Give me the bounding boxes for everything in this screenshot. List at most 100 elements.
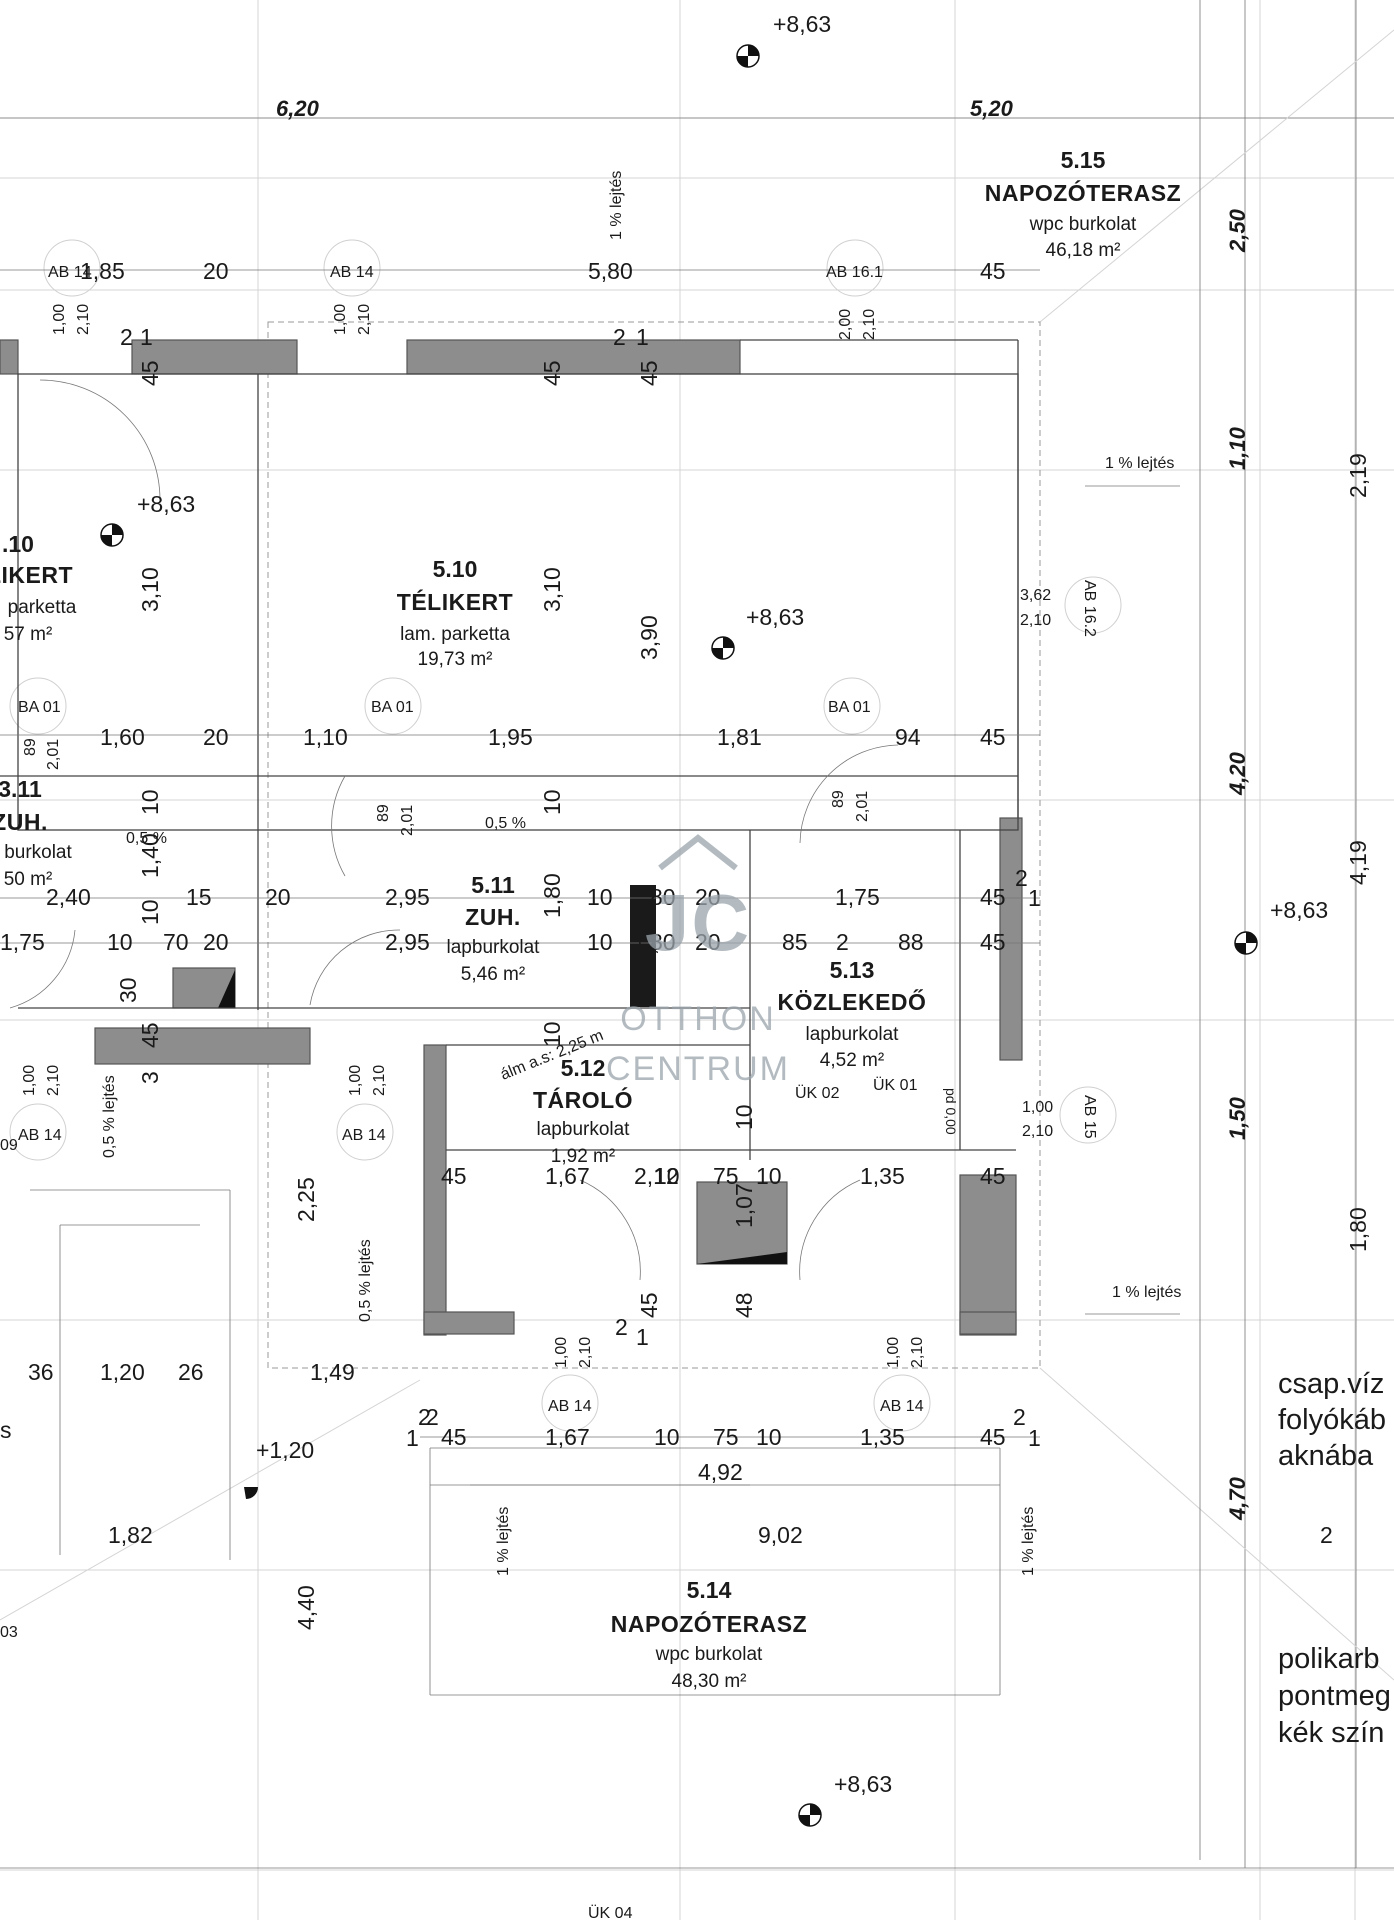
dim-value: 1,35 (860, 1424, 905, 1450)
level-value: +8,63 (746, 604, 804, 630)
edge-label: 03 (0, 1624, 18, 1641)
room-number: 3.11 (0, 776, 42, 802)
element-tags: AB 14 AB 14 AB 16.1 AB 16.2 AB 15 BA 01 … (18, 264, 1098, 1920)
room-finish: parketta (8, 597, 77, 618)
edge-label: s (0, 1417, 12, 1443)
room-area: 19,73 m² (418, 649, 493, 670)
dim-value: 20 (203, 929, 229, 955)
dim-value: 20 (695, 884, 721, 910)
dim-value: 10 (587, 884, 613, 910)
room-finish: burkolat (4, 842, 72, 863)
room-finish: lam. parketta (400, 624, 510, 645)
dim-value: 45 (636, 360, 662, 386)
dim-value: 1,80 (539, 873, 565, 918)
room-area: 57 m² (4, 624, 53, 645)
opening-height: 2,10 (356, 304, 373, 335)
dim-value: 2,40 (46, 884, 91, 910)
opening-height: 2,01 (399, 805, 416, 836)
room-name: NAPOZÓTERASZ (611, 1610, 807, 1637)
slope-label: 1 % lejtés (1020, 1507, 1037, 1576)
room-area: 1,92 m² (551, 1146, 615, 1167)
opening-width: 1,00 (1022, 1099, 1053, 1116)
room-finish: lapburkolat (806, 1024, 900, 1045)
dim-value: 2 (426, 1404, 439, 1430)
dim-value: 75 (713, 1424, 739, 1450)
room-name: KÖZLEKEDŐ (778, 988, 927, 1015)
dim-value: 2 (418, 1404, 431, 1430)
dim-value: 45 (980, 1424, 1006, 1450)
opening-height: 2,10 (861, 309, 878, 340)
side-notes: csap.víz folyókáb aknába polikarb pontme… (1278, 1368, 1391, 1749)
room-number: 5.10 (433, 556, 478, 582)
level-marker-garden: +1,20 (244, 1437, 314, 1499)
level-value: +8,63 (1270, 897, 1328, 923)
note-line: kék szín (1278, 1717, 1384, 1749)
dim-bold: 4,70 (1225, 1476, 1250, 1521)
room-finish: lapburkolat (537, 1119, 631, 1140)
dim-value: 4,92 (698, 1459, 743, 1485)
opening-width: 89 (375, 804, 392, 822)
level-marker-bottom: +8,63 (798, 1771, 892, 1827)
dim-value: 85 (782, 929, 808, 955)
opening-height: 2,10 (75, 304, 92, 335)
dim-value: 1,75 (835, 884, 880, 910)
dim-value: 1,67 (545, 1163, 590, 1189)
room-5-13-label: 5.13 KÖZLEKEDŐ lapburkolat 4,52 m² (778, 957, 927, 1071)
slope-label: 1 % lejtés (1105, 455, 1174, 472)
room-finish: wpc burkolat (1029, 214, 1137, 235)
tag-ab14: AB 14 (330, 264, 374, 281)
tag-ab14: AB 14 (18, 1127, 62, 1144)
room-area: 50 m² (4, 869, 53, 890)
opening-width: 89 (22, 738, 39, 756)
opening-height: 2,01 (45, 739, 62, 770)
tag-ab16-2: AB 16.2 (1081, 580, 1098, 637)
dim-bold: 5,20 (970, 96, 1014, 121)
floor-level-label: pd 0,00 (943, 1088, 959, 1135)
dim-value: 2,95 (385, 929, 430, 955)
dim-value: 2,95 (385, 884, 430, 910)
dim-value: 1 (1028, 885, 1041, 911)
dim-value: 1,81 (717, 724, 762, 750)
slope-label: 0,5 % (126, 830, 167, 847)
tag-ab14: AB 14 (342, 1127, 386, 1144)
watermark-logo: JC OTTHON CENTRUM (606, 834, 790, 1088)
dim-value: 45 (441, 1424, 467, 1450)
tag-ab15: AB 15 (1081, 1095, 1098, 1139)
dim-value: 2 (615, 1314, 628, 1340)
watermark-text: CENTRUM (606, 1050, 790, 1088)
level-value: +8,63 (834, 1771, 892, 1797)
slope-label: 0,5 % lejtés (101, 1075, 118, 1158)
slope-labels: 1 % lejtés 1 % lejtés 1 % lejtés 0,5 % l… (101, 171, 1181, 1576)
opening-height: 2,10 (909, 1337, 926, 1368)
note-line: polikarb (1278, 1643, 1380, 1675)
dim-value: 9,02 (758, 1522, 803, 1548)
tag-ba01: BA 01 (828, 699, 871, 716)
opening-width: 3,62 (1020, 587, 1051, 604)
tag-ab14: AB 14 (548, 1398, 592, 1415)
dim-bold: 2,50 (1225, 208, 1250, 253)
dim-value: 1,82 (108, 1522, 153, 1548)
room-5-11-label: 5.11 ZUH. lapburkolat 5,46 m² (447, 872, 541, 985)
opening-width: 1,00 (885, 1337, 902, 1368)
dim-value: 4,40 (293, 1585, 319, 1630)
dim-value: 36 (28, 1359, 54, 1385)
room-5-15-label: 5.15 NAPOZÓTERASZ wpc burkolat 46,18 m² (985, 147, 1181, 261)
opening-height: 2,10 (371, 1065, 388, 1096)
opening-width: 1,00 (347, 1065, 364, 1096)
room-name: TÁROLÓ (533, 1086, 633, 1113)
opening-width: 89 (830, 790, 847, 808)
dim-value: 26 (178, 1359, 204, 1385)
room-area: 46,18 m² (1046, 240, 1121, 261)
dim-value: 1,95 (488, 724, 533, 750)
dim-value: 2,25 (293, 1177, 319, 1222)
dim-value: 1,07 (731, 1183, 757, 1228)
tag-ab14: AB 14 (48, 264, 92, 281)
dim-value: 10 (654, 1163, 680, 1189)
tag-ba01: BA 01 (371, 699, 414, 716)
dim-value: 3,10 (137, 567, 163, 612)
dim-value: 80 (650, 929, 676, 955)
dim-value: 45 (137, 360, 163, 386)
dim-value: 45 (980, 258, 1006, 284)
tag-ab14: AB 14 (880, 1398, 924, 1415)
dim-value: 2 (1015, 865, 1028, 891)
